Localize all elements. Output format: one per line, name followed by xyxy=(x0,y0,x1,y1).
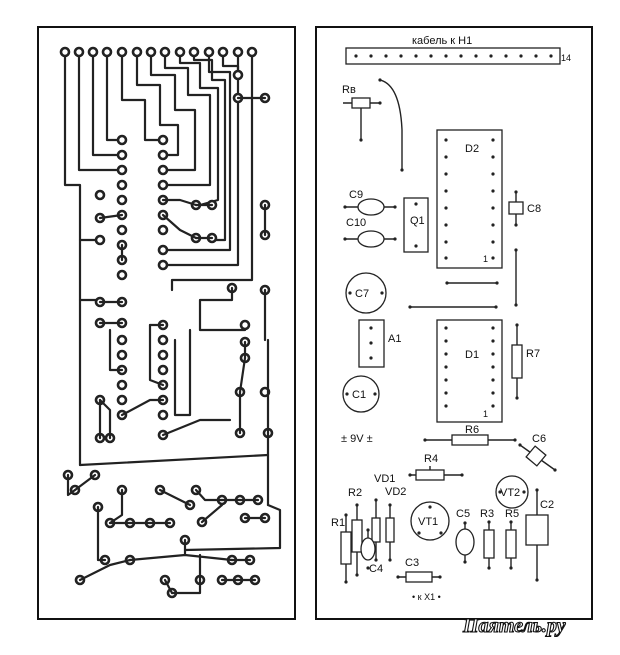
r7-label: R7 xyxy=(526,348,540,360)
c5-label: C5 xyxy=(456,508,470,520)
capacitor-c3: C3 xyxy=(396,557,442,583)
connector-traces xyxy=(63,54,254,292)
c9-label: C9 xyxy=(349,189,363,201)
d1-pin-label: 1 xyxy=(483,409,488,419)
capacitor-c8: C8 xyxy=(508,190,541,307)
diode-vd2: VD2 xyxy=(385,486,406,562)
middle-traces xyxy=(78,298,270,507)
c7-label: C7 xyxy=(355,288,369,300)
resistor-r7: R7 xyxy=(511,323,540,400)
d1-label: D1 xyxy=(465,349,479,361)
resistor-r4: R4 xyxy=(408,453,464,481)
rv-label: Rв xyxy=(342,84,356,96)
capacitor-c2: C2 xyxy=(525,488,554,582)
cable-connector: кабель к H1 14 xyxy=(345,35,571,65)
c8-label: C8 xyxy=(527,203,541,215)
resistor-r3: R3 xyxy=(480,508,495,570)
q1-label: Q1 xyxy=(410,215,425,227)
r4-label: R4 xyxy=(424,453,438,465)
c10-label: C10 xyxy=(346,217,366,229)
a1-label: A1 xyxy=(388,333,401,345)
capacitor-c1: C1 xyxy=(342,375,380,413)
upper-misc-pads xyxy=(94,69,271,296)
c3-label: C3 xyxy=(405,557,419,569)
resistor-r6: R6 xyxy=(423,424,517,446)
transistor-vt1: VT1 xyxy=(410,501,450,541)
chip-d2: D2 1 xyxy=(436,129,503,269)
resistor-rv: Rв xyxy=(342,78,404,172)
transistor-vt2: VT2 xyxy=(495,475,529,509)
vd1-label: VD1 xyxy=(374,473,395,485)
d2-pin-label: 1 xyxy=(483,254,488,264)
capacitor-c4: C4 xyxy=(360,528,383,575)
capacitor-c7: C7 xyxy=(345,272,387,314)
capacitor-c6: C6 xyxy=(518,433,557,472)
module-a1: A1 xyxy=(358,319,401,368)
c4-label: C4 xyxy=(369,563,383,575)
d2-pins xyxy=(444,138,495,260)
cable-connector-holes xyxy=(354,54,553,58)
vd2-label: VD2 xyxy=(385,486,406,498)
resistor-r5: R5 xyxy=(505,508,519,570)
crystal-q1: Q1 xyxy=(403,197,429,253)
r2-label: R2 xyxy=(348,487,362,499)
cable-pin-label: 14 xyxy=(561,53,571,63)
trace-layout-panel xyxy=(37,26,296,620)
r5-label: R5 xyxy=(505,508,519,520)
c6-label: C6 xyxy=(532,433,546,445)
watermark: Паятель.ру xyxy=(462,615,566,637)
component-layout-panel: кабель к H1 14 Rв xyxy=(315,26,593,620)
capacitor-c10: C10 xyxy=(343,217,397,248)
diode-vd1: VD1 xyxy=(371,473,395,562)
c2-label: C2 xyxy=(540,499,554,511)
r3-label: R3 xyxy=(480,508,494,520)
connector-pads-row xyxy=(59,46,258,58)
capacitor-c9: C9 xyxy=(343,189,397,216)
chip-d1: D1 1 xyxy=(436,319,503,423)
vt2-label: VT2 xyxy=(500,487,520,499)
resistor-r1: R1 xyxy=(331,513,352,584)
c1-label: C1 xyxy=(352,389,366,401)
capacitor-c5: C5 xyxy=(455,508,475,564)
r6-label: R6 xyxy=(465,424,479,436)
lower-pads xyxy=(62,469,271,599)
lower-traces xyxy=(66,473,282,595)
trace-panel-frame xyxy=(37,26,296,620)
cable-label: кабель к H1 xyxy=(412,35,472,47)
d2-label: D2 xyxy=(465,143,479,155)
resistor-r2: R2 xyxy=(348,487,363,577)
power-label: ± 9V ± xyxy=(341,433,373,445)
d1-pins xyxy=(444,326,495,408)
chip-pads-left xyxy=(116,134,169,281)
vt1-label: VT1 xyxy=(418,516,438,528)
component-panel-frame xyxy=(315,26,593,620)
r1-label: R1 xyxy=(331,517,345,529)
x1-label: • к X1 • xyxy=(412,592,441,602)
